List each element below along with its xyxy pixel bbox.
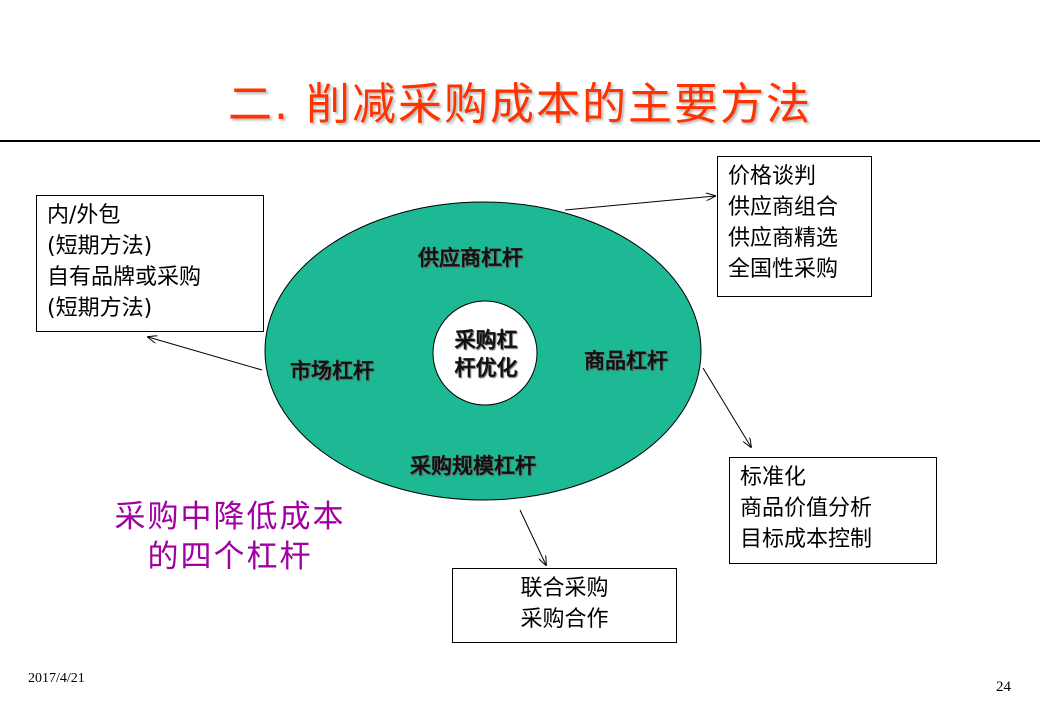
box-volume-methods: 联合采购 采购合作	[452, 568, 677, 643]
box-line: 供应商组合	[728, 195, 839, 220]
footer-date: 2017/4/21	[28, 671, 85, 686]
box-line: 目标成本控制	[740, 527, 873, 552]
box-line: 全国性采购	[728, 257, 839, 282]
arrow-top-right	[564, 196, 715, 211]
arrow-right	[702, 367, 751, 447]
box-line: 联合采购	[520, 576, 609, 601]
box-outsourcing: 内/外包 (短期方法) 自有品牌或采购 (短期方法)	[36, 195, 264, 332]
caption-line-1: 采购中降低成本	[114, 499, 346, 535]
box-line: 标准化	[740, 465, 807, 490]
box-line: (短期方法)	[47, 296, 153, 321]
box-line: 价格谈判	[728, 164, 817, 189]
center-line-2: 杆优化	[454, 356, 518, 380]
box-line: 商品价值分析	[740, 496, 873, 521]
slide-title: 二. 削减采购成本的主要方法	[228, 79, 812, 130]
caption: 采购中降低成本 的四个杠杆	[80, 497, 380, 577]
lever-market: 市场杠杆	[290, 359, 374, 383]
arrow-left	[148, 337, 263, 371]
box-line: 供应商精选	[728, 226, 839, 251]
box-line: 采购合作	[520, 607, 609, 632]
lever-supplier: 供应商杠杆	[418, 246, 523, 270]
box-product-methods: 标准化 商品价值分析 目标成本控制	[729, 457, 937, 564]
center-circle	[432, 300, 538, 406]
page-number: 24	[996, 679, 1011, 695]
box-line: (短期方法)	[47, 234, 153, 259]
caption-line-2: 的四个杠杆	[147, 539, 313, 575]
center-label: 采购杠 杆优化	[446, 326, 526, 382]
center-line-1: 采购杠	[454, 328, 518, 352]
lever-volume: 采购规模杠杆	[410, 454, 536, 478]
title-divider	[0, 140, 1040, 142]
arrow-bottom	[519, 509, 546, 565]
box-line: 自有品牌或采购	[47, 265, 202, 290]
box-supplier-methods: 价格谈判 供应商组合 供应商精选 全国性采购	[717, 156, 872, 297]
box-line: 内/外包	[47, 203, 121, 228]
lever-product: 商品杠杆	[584, 349, 668, 373]
